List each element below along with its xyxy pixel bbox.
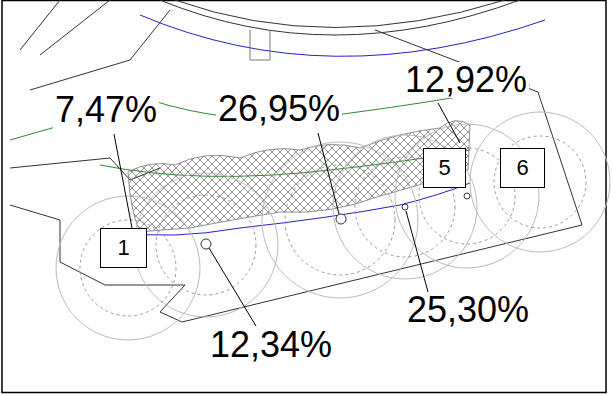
percentage-label: 25,30%: [405, 292, 531, 328]
percentage-label: 12,34%: [208, 327, 334, 363]
area-number-box: 5: [423, 148, 466, 188]
percentage-label: 7,47%: [53, 92, 159, 128]
percentage-label: 26,95%: [216, 91, 342, 127]
area-number-box: 6: [500, 148, 545, 188]
area-number: 1: [117, 236, 129, 260]
area-number: 5: [438, 156, 450, 180]
area-number: 6: [516, 156, 528, 180]
area-number-box: 1: [100, 228, 147, 268]
percentage-label: 12,92%: [403, 62, 529, 98]
